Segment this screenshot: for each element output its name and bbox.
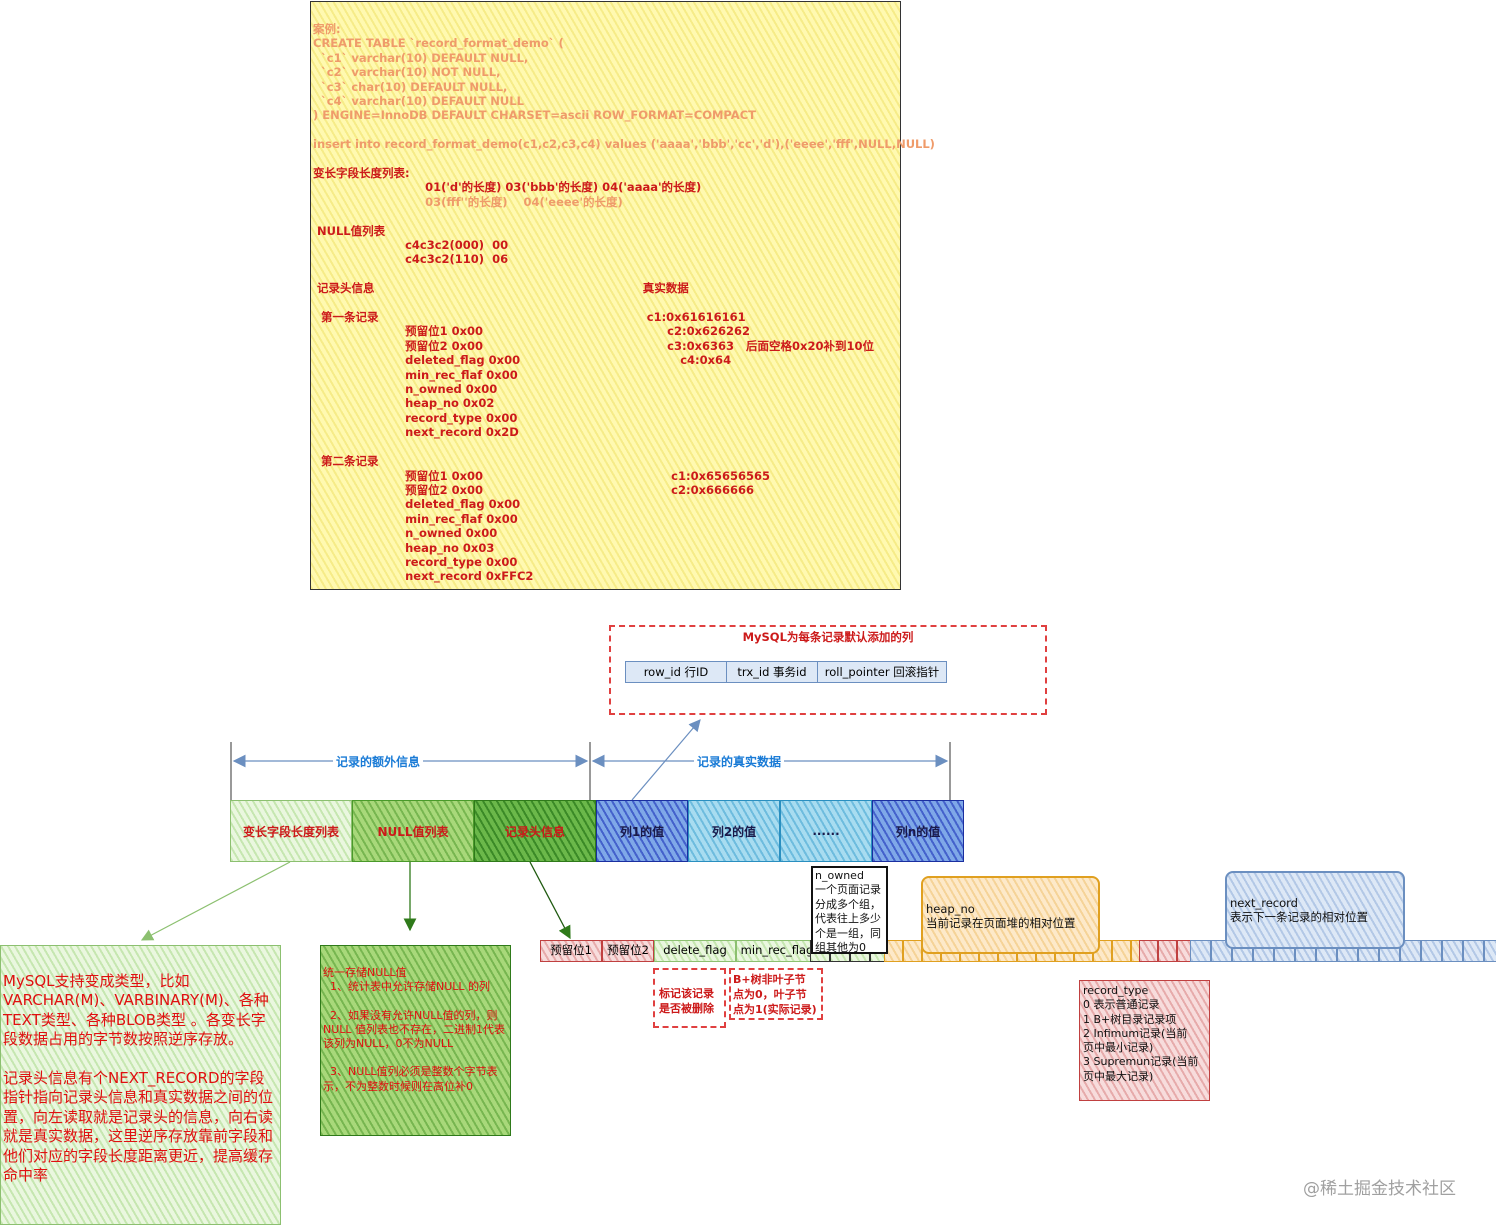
hidden-column-row-id: row_id 行ID (626, 662, 727, 682)
next-record-cell (1421, 940, 1442, 962)
bit-reserved2: 预留位2 (602, 940, 654, 962)
next-record-cell (1400, 940, 1421, 962)
sql-example-line: 记录头信息 真实数据 (313, 281, 689, 296)
sql-example-text: 案例:CREATE TABLE `record_format_demo` ( `… (313, 22, 935, 584)
sql-example-line: 第一条记录 c1:0x61616161 (313, 310, 746, 325)
sql-example-line (313, 296, 900, 310)
min-rec-flag-note-text: B+树非叶子节 点为0，叶子节 点为1(实际记录) (733, 973, 817, 1016)
sql-example-line: 变长字段长度列表: (313, 166, 410, 181)
span-real-label: 记录的真实数据 (694, 753, 785, 770)
next-record-note-text: next_record 表示下一条记录的相对位置 (1230, 896, 1368, 924)
sql-example-line: deleted_flag 0x00 c4:0x64 (313, 353, 732, 368)
sql-example-line: min_rec_flaf 0x00 (313, 367, 518, 382)
heap-no-cell (1112, 940, 1131, 962)
null-list-note-text: 统一存储NULL值 1、统计表中允许存储NULL 的列 2、如果没有允许NULL… (323, 966, 506, 1093)
bit-deleted-flag: delete_flag (654, 940, 736, 962)
heap-no-cell (884, 940, 903, 962)
sql-example-line: `c3` char(10) DEFAULT NULL, (313, 79, 508, 94)
sql-example-line: 01('d'的长度) 03('bbb'的长度) 04('aaaa'的长度) (313, 180, 702, 195)
header-bits-arrow (529, 861, 571, 940)
next-record-cell (1190, 940, 1211, 962)
record-seg-coln: 列n的值 (872, 800, 964, 862)
record-seg-null-list: NULL值列表 (352, 800, 474, 862)
sql-example-line: 第二条记录 (313, 454, 379, 469)
next-record-cell (1484, 940, 1496, 962)
sql-example-line: n_owned 0x00 (313, 382, 498, 397)
sql-example-line: c4c3c2(000) 00 (313, 238, 509, 253)
record-type-cell (1158, 940, 1177, 962)
hidden-columns-title: MySQL为每条记录默认添加的列 (742, 630, 914, 644)
sql-example-line: 03(fff''的长度) 04('eeee'的长度) (313, 194, 623, 209)
min-rec-flag-note: B+树非叶子节 点为0，叶子节 点为1(实际记录) (729, 968, 823, 1020)
next-record-cell (1442, 940, 1463, 962)
sql-example-line: 预留位2 0x00 c3:0x6363 后面空格0x20补到10位 (313, 338, 874, 353)
sql-example-box: 案例:CREATE TABLE `record_format_demo` ( `… (310, 1, 935, 590)
n-owned-note-text: n_owned 一个页面记录 分成多个组， 代表往上多少 个是一组，同 组其他为… (815, 869, 881, 954)
sql-example-line (313, 267, 900, 281)
varlen-note: MySQL支持变成类型，比如VARCHAR(M)、VARBINARY(M)、各种… (0, 945, 281, 1225)
sql-example-line: 预留位2 0x00 c2:0x666666 (313, 482, 755, 497)
col1-to-hidden-arrow (631, 719, 701, 801)
sql-example-line: 案例: (313, 22, 341, 36)
sql-example-line: next_record 0xFFC2 (313, 569, 534, 584)
sql-example-line: heap_no 0x03 (313, 540, 495, 555)
heap-no-note: heap_no 当前记录在页面堆的相对位置 (921, 876, 1100, 954)
sql-example-line: `c4` varchar(10) DEFAULT NULL (313, 94, 524, 109)
varlen-note-arrow (140, 861, 291, 941)
hidden-column-roll-pointer: roll_pointer 回滚指针 (824, 665, 940, 679)
sql-example-line: record_type 0x00 (313, 410, 518, 425)
sql-example-line: `c2` varchar(10) NOT NULL, (313, 65, 501, 80)
bit-min-rec-flag: min_rec_flag (736, 940, 818, 962)
sql-example-line: insert into record_format_demo(c1,c2,c3,… (313, 137, 935, 152)
record-type-note: record_type 0 表示普通记录 1 B+树目录记录项 2 Infimu… (1079, 980, 1210, 1101)
sql-example-line: `c1` varchar(10) DEFAULT NULL, (313, 50, 529, 65)
sql-example-line: ) ENGINE=InnoDB DEFAULT CHARSET=ascii RO… (313, 108, 756, 123)
sql-example-line: 预留位1 0x00 c1:0x65656565 (313, 468, 771, 483)
varlen-note-text: MySQL支持变成类型，比如VARCHAR(M)、VARBINARY(M)、各种… (3, 972, 274, 1185)
sql-example-line (313, 440, 900, 454)
sql-example-line: heap_no 0x02 (313, 396, 495, 411)
record-type-cells (1139, 940, 1196, 962)
deleted-flag-note: 标记该记录 是否被删除 (653, 968, 726, 1028)
hidden-columns-row: row_id 行ID trx_id 事务id roll_pointer 回滚指针 (625, 661, 947, 683)
span-extra-label: 记录的额外信息 (333, 753, 424, 770)
sql-example-line: n_owned 0x00 (313, 526, 498, 541)
record-seg-ellipsis: ...... (780, 800, 872, 862)
n-owned-note: n_owned 一个页面记录 分成多个组， 代表往上多少 个是一组，同 组其他为… (811, 866, 888, 954)
sql-example-line: CREATE TABLE `record_format_demo` ( (313, 36, 564, 51)
header-bits-strip: 预留位1 预留位2 delete_flag min_rec_flag (540, 940, 818, 962)
deleted-flag-note-text: 标记该记录 是否被删除 (659, 987, 714, 1015)
record-seg-col1: 列1的值 (596, 800, 688, 862)
sql-example-line: deleted_flag 0x00 (313, 497, 521, 512)
record-seg-varlen-list: 变长字段长度列表 (230, 800, 352, 862)
record-row: 变长字段长度列表 NULL值列表 记录头信息 列1的值 列2的值 ...... … (230, 800, 964, 862)
sql-example-line: c4c3c2(110) 06 (313, 252, 509, 267)
sql-example-line (313, 209, 900, 223)
watermark: @稀土掘金技术社区 (1303, 1179, 1456, 1199)
bit-reserved1: 预留位1 (540, 940, 602, 962)
record-type-note-text: record_type 0 表示普通记录 1 B+树目录记录项 2 Infimu… (1083, 984, 1199, 1083)
heap-no-cell (903, 940, 922, 962)
sql-example-line (313, 123, 900, 137)
sql-example-line: record_type 0x00 (313, 554, 518, 569)
record-seg-header: 记录头信息 (474, 800, 596, 862)
record-seg-col2: 列2的值 (688, 800, 780, 862)
null-list-note: 统一存储NULL值 1、统计表中允许存储NULL 的列 2、如果没有允许NULL… (320, 945, 511, 1136)
heap-no-note-text: heap_no 当前记录在页面堆的相对位置 (926, 902, 1076, 930)
next-record-cell (1463, 940, 1484, 962)
next-record-note: next_record 表示下一条记录的相对位置 (1225, 871, 1405, 949)
hidden-column-trx-id: trx_id 事务id (727, 662, 818, 682)
sql-example-line: next_record 0x2D (313, 425, 519, 440)
record-type-cell (1139, 940, 1158, 962)
sql-example-line: NULL值列表 (313, 223, 386, 238)
sql-example-line: min_rec_flaf 0x00 (313, 511, 518, 526)
sql-example-line (313, 152, 900, 166)
hidden-columns-box: MySQL为每条记录默认添加的列 row_id 行ID trx_id 事务id … (609, 625, 1047, 715)
sql-example-line: 预留位1 0x00 c2:0x626262 (313, 324, 751, 339)
